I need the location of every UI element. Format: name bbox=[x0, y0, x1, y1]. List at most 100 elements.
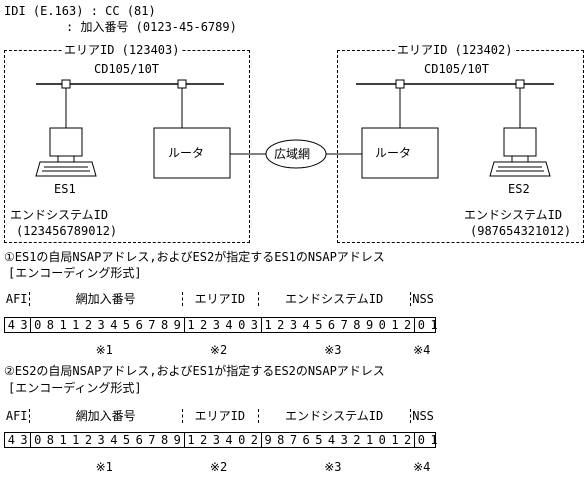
digit-cell: 4 bbox=[7, 318, 15, 332]
digit-cell: 8 bbox=[277, 433, 285, 447]
section1-header-3: エンドシステムID bbox=[285, 292, 384, 306]
es1-terminal-icon bbox=[35, 127, 97, 177]
digit-cell: 2 bbox=[250, 433, 259, 447]
digit-cell: 9 bbox=[173, 433, 181, 447]
digit-cell: 3 bbox=[250, 318, 259, 332]
digit-cell: 7 bbox=[148, 433, 156, 447]
digit-cell: 1 bbox=[183, 318, 198, 332]
digit-cell: 7 bbox=[148, 318, 156, 332]
digit-cell: 0 bbox=[414, 433, 428, 447]
digit-cell: 6 bbox=[302, 433, 310, 447]
digit-cell: 4 bbox=[110, 318, 118, 332]
digit-cell: 8 bbox=[46, 318, 55, 332]
subscriber-line: : 加入番号 (0123-45-6789) bbox=[66, 20, 237, 34]
digit-cell: 3 bbox=[20, 433, 28, 447]
digit-cell: 6 bbox=[135, 318, 143, 332]
digit-cell: 1 bbox=[59, 433, 67, 447]
section2-note-2: ※2 bbox=[209, 460, 228, 474]
right-tap-router bbox=[395, 79, 405, 89]
digit-cell: 3 bbox=[212, 433, 220, 447]
digit-cell: 9 bbox=[173, 318, 181, 332]
section2-header-2: エリアID bbox=[194, 409, 246, 423]
digit-cell: 7 bbox=[289, 433, 298, 447]
right-tap-es2 bbox=[515, 79, 525, 89]
digit-cell: 2 bbox=[277, 318, 285, 332]
digit-cell: 1 bbox=[72, 318, 80, 332]
section1-header-divider bbox=[181, 292, 183, 306]
section2-header-3: エンドシステムID bbox=[285, 409, 384, 423]
section1-header-2: エリアID bbox=[194, 292, 246, 306]
digit-cell: 1 bbox=[430, 318, 438, 332]
left-area-label: エリアID (123403) bbox=[62, 43, 182, 57]
digit-cell: 0 bbox=[238, 433, 246, 447]
section1-header-divider bbox=[29, 292, 31, 306]
digit-cell: 1 bbox=[260, 318, 275, 332]
digit-cell: 3 bbox=[289, 318, 298, 332]
digit-cell: 4 bbox=[7, 433, 15, 447]
digit-cell: 5 bbox=[122, 318, 131, 332]
es2-terminal-icon bbox=[489, 127, 551, 177]
digit-cell: 8 bbox=[160, 318, 169, 332]
digit-cell: 5 bbox=[315, 318, 323, 332]
section2-header-0: AFI bbox=[5, 409, 28, 423]
wan-label: 広域網 bbox=[274, 147, 311, 161]
es1-label: ES1 bbox=[54, 182, 76, 196]
digit-cell: 1 bbox=[391, 318, 399, 332]
digit-cell: 2 bbox=[84, 433, 93, 447]
digit-cell: 1 bbox=[59, 318, 67, 332]
section1-note-2: ※2 bbox=[209, 343, 228, 357]
digit-cell: 1 bbox=[72, 433, 80, 447]
section2-note-1: ※1 bbox=[95, 460, 113, 474]
section1-title: ①ES1の自局NSAPアドレス,およびES2が指定するES1のNSAPアドレス bbox=[4, 250, 385, 264]
section1-header-0: AFI bbox=[5, 292, 28, 306]
digit-cell: 4 bbox=[225, 433, 233, 447]
section1-header-divider bbox=[258, 292, 259, 306]
digit-cell: 8 bbox=[353, 318, 361, 332]
section2-header-divider bbox=[410, 409, 412, 423]
section2-header-divider bbox=[258, 409, 259, 423]
right-cable-label: CD105/10T bbox=[424, 62, 490, 76]
left-tap-es1 bbox=[61, 79, 71, 89]
digit-cell: 3 bbox=[340, 433, 348, 447]
section2-note-4: ※4 bbox=[413, 460, 431, 474]
idi-line: IDI (E.163) : CC (81) bbox=[4, 4, 156, 18]
digit-cell: 5 bbox=[122, 433, 131, 447]
left-tap-router bbox=[177, 79, 187, 89]
digit-cell: 1 bbox=[391, 433, 399, 447]
right-router-label: ルータ bbox=[375, 146, 412, 160]
digit-cell: 4 bbox=[225, 318, 233, 332]
digit-cell: 0 bbox=[238, 318, 246, 332]
digit-cell: 4 bbox=[110, 433, 118, 447]
wan-ellipse bbox=[265, 139, 327, 169]
right-router-box bbox=[361, 127, 439, 179]
section1-note-4: ※4 bbox=[413, 343, 431, 357]
digit-cell: 3 bbox=[97, 318, 105, 332]
digit-cell: 6 bbox=[135, 433, 143, 447]
digit-cell: 3 bbox=[212, 318, 220, 332]
left-sys-id-value: (123456789012) bbox=[16, 224, 118, 238]
section1-note-1: ※1 bbox=[95, 343, 113, 357]
es2-label: ES2 bbox=[508, 182, 530, 196]
digit-cell: 8 bbox=[46, 433, 55, 447]
left-cable-label: CD105/10T bbox=[94, 62, 160, 76]
section1-header-divider bbox=[410, 292, 412, 306]
digit-cell: 0 bbox=[414, 318, 428, 332]
digit-cell: 2 bbox=[200, 433, 208, 447]
digit-cell: 0 bbox=[378, 318, 386, 332]
section1-header-4: NSS bbox=[412, 292, 434, 306]
section2-header-divider bbox=[29, 409, 31, 423]
section2-header-1: 網加入番号 bbox=[75, 409, 136, 423]
section1-subtitle: [エンコーディング形式] bbox=[8, 266, 142, 280]
digit-cell: 6 bbox=[327, 318, 336, 332]
section2-header-divider bbox=[181, 409, 183, 423]
digit-cell: 4 bbox=[327, 433, 336, 447]
network-diagram bbox=[35, 79, 554, 179]
digit-cell: 8 bbox=[160, 433, 169, 447]
left-sys-id-label: エンドシステムID bbox=[10, 208, 109, 222]
digit-cell: 0 bbox=[378, 433, 386, 447]
section2-subtitle: [エンコーディング形式] bbox=[8, 381, 142, 395]
digit-cell: 3 bbox=[97, 433, 105, 447]
digit-cell: 2 bbox=[353, 433, 361, 447]
